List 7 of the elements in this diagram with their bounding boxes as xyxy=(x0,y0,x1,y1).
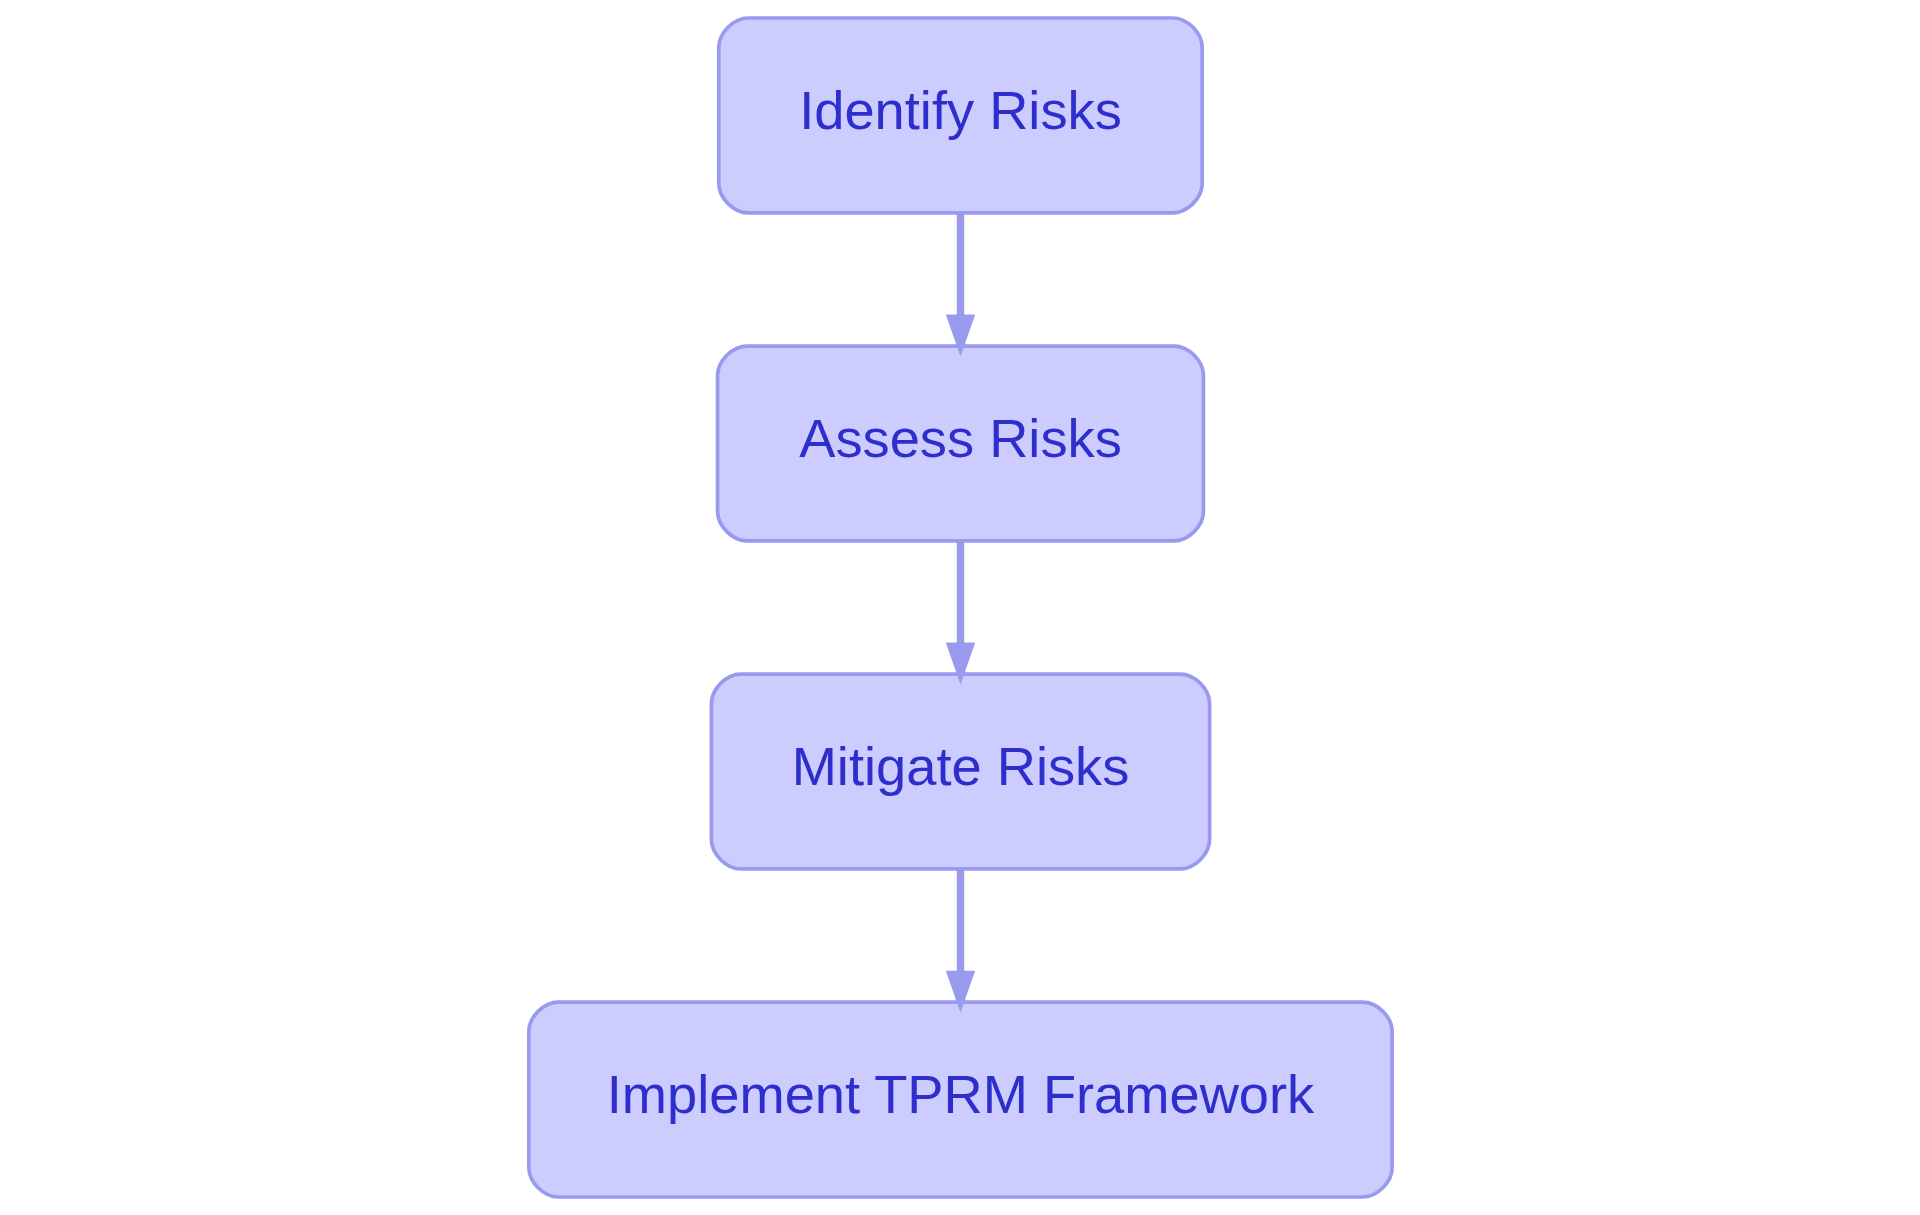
node-box: Implement TPRM Framework xyxy=(526,1000,1394,1199)
node-box: Assess Risks xyxy=(715,344,1205,543)
node-box: Identify Risks xyxy=(716,16,1204,215)
arrow xyxy=(945,541,975,685)
arrow xyxy=(945,213,975,357)
node-box: Mitigate Risks xyxy=(709,672,1211,871)
arrow xyxy=(945,869,975,1013)
